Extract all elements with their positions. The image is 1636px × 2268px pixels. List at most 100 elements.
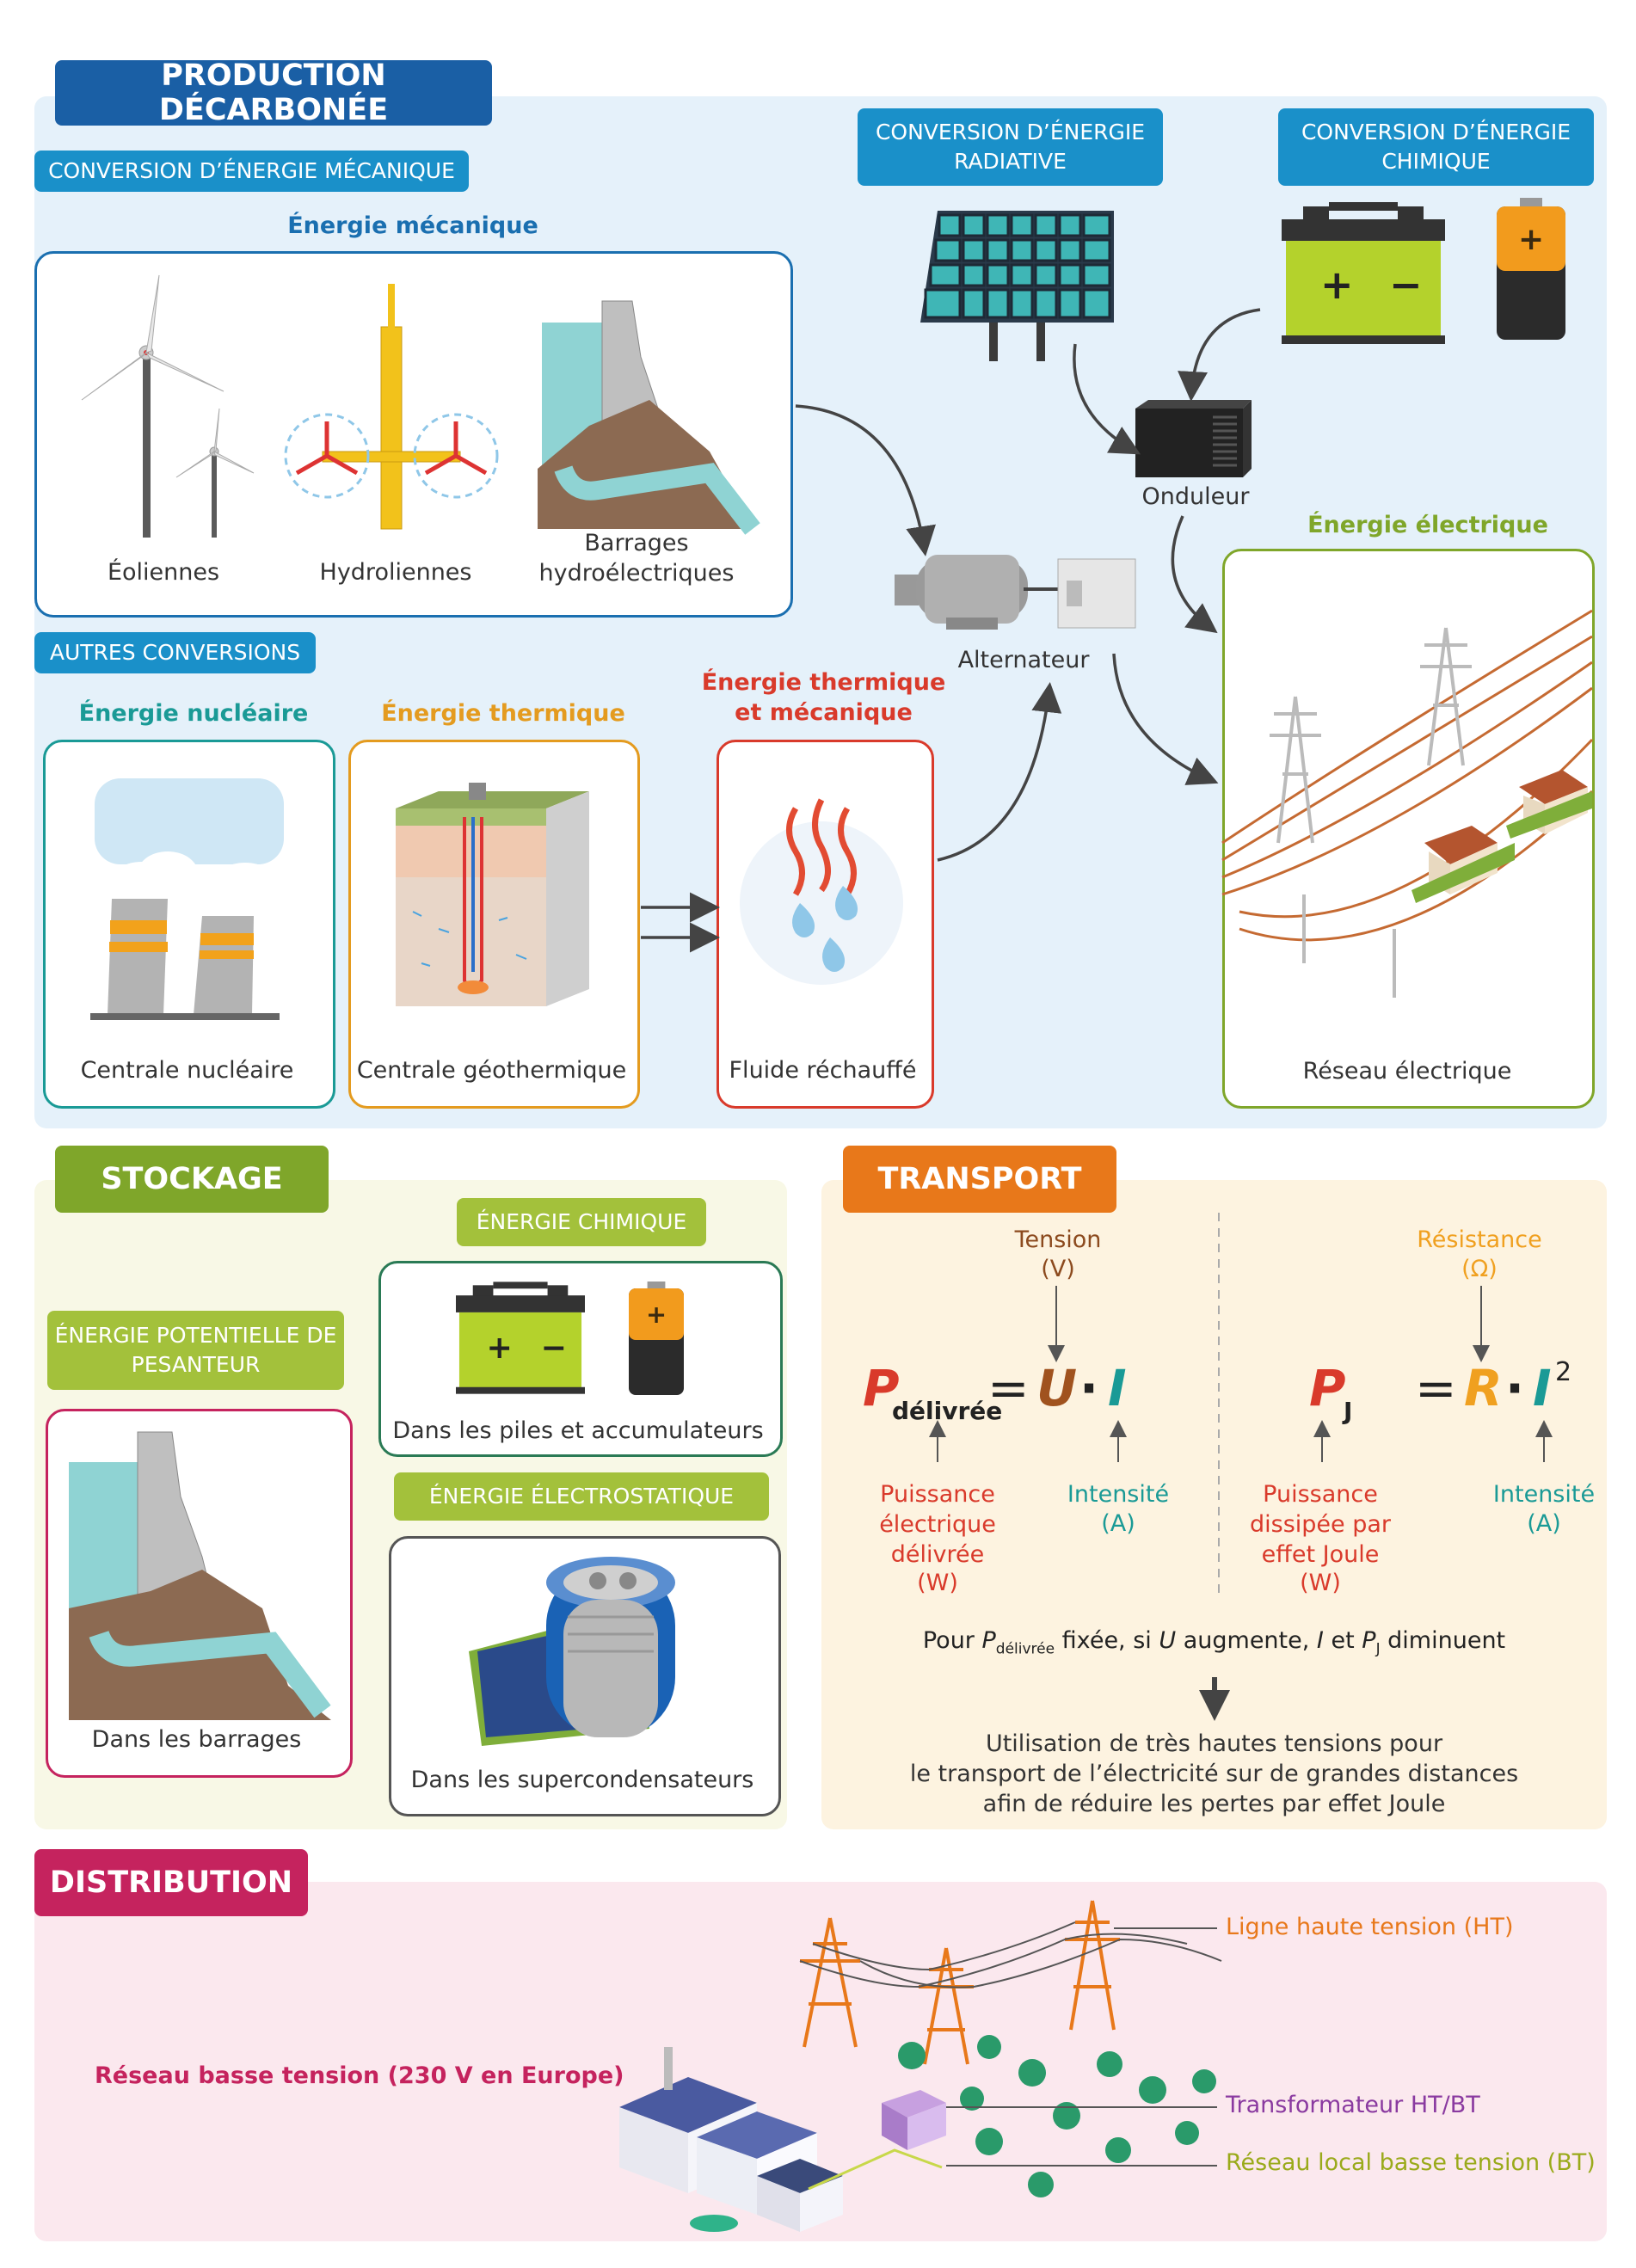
transport-panel — [821, 1180, 1607, 1829]
ht-line-label: Ligne haute tension (HT) — [1226, 1914, 1514, 1940]
geothermal-plant-icon — [396, 783, 589, 1006]
chemical-conversion-tag: CONVERSION D’ÉNERGIE CHIMIQUE — [1278, 108, 1594, 186]
note-i: I — [1316, 1627, 1324, 1654]
formula-i-2: I — [1533, 1359, 1552, 1417]
distribution-title: DISTRIBUTION — [34, 1849, 308, 1916]
conclusion-line-1: Utilisation de très hautes tensions pour — [985, 1730, 1443, 1757]
note-u: U — [1159, 1627, 1177, 1654]
formula-i-1: I — [1108, 1359, 1127, 1417]
note-mid2: augmente, — [1176, 1627, 1317, 1654]
reseau-label: Réseau électrique — [1302, 1058, 1512, 1085]
transport-title: TRANSPORT — [843, 1146, 1116, 1213]
formula-p-delivered-subscript: délivrée — [892, 1397, 1003, 1425]
inverter-icon — [1135, 400, 1252, 477]
barrages-label: Barrages hydroélectriques — [538, 530, 735, 587]
formula-pj-subscript: J — [1344, 1397, 1353, 1425]
alternateur-label: Alternateur — [957, 647, 1090, 673]
mech-heading: Énergie mécanique — [287, 212, 538, 239]
dam-storage-icon — [69, 1431, 331, 1720]
conclusion-line-2: le transport de l’électricité sur de gra… — [909, 1761, 1519, 1787]
battery-storage-label: Dans les piles et accumulateurs — [392, 1417, 764, 1444]
thermal-heading: Énergie thermique — [381, 700, 625, 727]
alternator-icon — [895, 555, 1136, 630]
nuclear-plant-icon — [90, 778, 284, 1020]
dam-storage-label: Dans les barrages — [91, 1726, 302, 1753]
storage-battery-cell-icon: + — [629, 1282, 684, 1395]
intensity-unit-2: (A) — [1527, 1510, 1561, 1537]
svg-text:+: + — [1518, 222, 1544, 257]
production-arrows — [641, 308, 1261, 953]
onduleur-label: Onduleur — [1141, 483, 1250, 510]
radiative-conversion-tag: CONVERSION D’ÉNERGIE RADIATIVE — [858, 108, 1163, 186]
nuclear-heading: Énergie nucléaire — [78, 700, 309, 727]
thermal-mech-heading: Énergie thermique et mécanique — [701, 669, 946, 727]
mech-conversion-tag: CONVERSION D’ÉNERGIE MÉCANIQUE — [34, 151, 469, 192]
formula-dot-2: · — [1505, 1359, 1525, 1417]
tension-unit: (V) — [1041, 1256, 1075, 1282]
transport-divider — [1218, 1213, 1220, 1600]
formula-equals-2: = — [1415, 1359, 1457, 1417]
tidal-turbine-icon — [284, 284, 499, 530]
electrostatic-energy-tag: ÉNERGIE ÉLECTROSTATIQUE — [394, 1472, 769, 1521]
heated-fluid-icon — [740, 798, 903, 985]
distribution-scene — [619, 1900, 1222, 2232]
eoliennes-label: Éoliennes — [107, 559, 220, 586]
bt-network-label: Réseau basse tension (230 V en Europe) — [95, 2062, 624, 2089]
storage-car-battery-icon: + − — [456, 1282, 585, 1394]
resistance-label: Résistance — [1417, 1226, 1542, 1253]
electrical-heading: Énergie électrique — [1307, 512, 1548, 538]
note-p: P — [981, 1627, 996, 1654]
supercapacitor-icon — [469, 1557, 675, 1746]
intensity-label-1: Intensité — [1067, 1481, 1170, 1508]
formula-exponent: 2 — [1555, 1357, 1572, 1387]
other-conversions-tag: AUTRES CONVERSIONS — [34, 632, 316, 673]
note-mid3: et — [1323, 1627, 1362, 1654]
car-battery-icon: + − — [1282, 202, 1445, 344]
note-pre: Pour — [922, 1627, 982, 1654]
note-post: diminuent — [1380, 1627, 1506, 1654]
dam-icon — [538, 300, 760, 535]
transformer-label: Transformateur HT/BT — [1226, 2092, 1480, 2118]
local-bt-label: Réseau local basse tension (BT) — [1226, 2149, 1596, 2176]
transport-arrows — [929, 1286, 1553, 1721]
svg-text:+: + — [1320, 261, 1354, 308]
formula-u: U — [1036, 1359, 1078, 1417]
tension-label: Tension — [1014, 1226, 1102, 1253]
battery-cell-icon: + — [1497, 198, 1565, 340]
geothermal-label: Centrale géothermique — [356, 1057, 627, 1084]
svg-text:+: + — [487, 1329, 513, 1366]
resistance-unit: (Ω) — [1461, 1256, 1498, 1282]
wind-turbine-icon — [81, 274, 255, 538]
nuclear-label: Centrale nucléaire — [80, 1057, 294, 1084]
supercap-storage-label: Dans les supercondensateurs — [410, 1767, 754, 1793]
chemical-energy-tag: ÉNERGIE CHIMIQUE — [457, 1198, 706, 1246]
storage-title: STOCKAGE — [55, 1146, 329, 1213]
joule-power-unit: (W) — [1300, 1570, 1341, 1596]
solar-panel-icon — [920, 211, 1114, 361]
fluid-label: Fluide réchauffé — [729, 1057, 917, 1084]
formula-equals-1: = — [987, 1359, 1030, 1417]
formula-pj: P — [1309, 1359, 1346, 1417]
formula-p-delivered: P — [863, 1359, 900, 1417]
note-mid1: fixée, si — [1055, 1627, 1159, 1654]
distribution-leaders — [946, 1927, 1217, 2167]
svg-text:+: + — [646, 1300, 667, 1329]
power-grid-icon — [1221, 609, 1594, 998]
joule-power-label: Puissance dissipée par effet Joule — [1249, 1481, 1391, 1569]
delivered-power-unit: (W) — [917, 1570, 958, 1596]
intensity-unit-1: (A) — [1101, 1510, 1135, 1537]
note-pj: P — [1362, 1627, 1376, 1654]
svg-text:−: − — [1389, 261, 1423, 308]
transport-note: Pour Pdélivrée fixée, si U augmente, I e… — [826, 1627, 1602, 1657]
note-pj-sub: J — [1375, 1640, 1381, 1658]
conclusion-line-3: afin de réduire les pertes par effet Jou… — [982, 1791, 1446, 1817]
production-title: PRODUCTION DÉCARBONÉE — [55, 58, 492, 127]
svg-text:−: − — [541, 1329, 567, 1366]
delivered-power-label: Puissance électrique délivrée — [879, 1481, 996, 1569]
formula-dot-1: · — [1079, 1359, 1099, 1417]
intensity-label-2: Intensité — [1492, 1481, 1596, 1508]
potential-energy-tag: ÉNERGIE POTENTIELLE DE PESANTEUR — [47, 1311, 344, 1390]
hydroliennes-label: Hydroliennes — [319, 559, 472, 586]
formula-r: R — [1464, 1359, 1503, 1417]
note-p-sub: délivrée — [995, 1640, 1055, 1658]
